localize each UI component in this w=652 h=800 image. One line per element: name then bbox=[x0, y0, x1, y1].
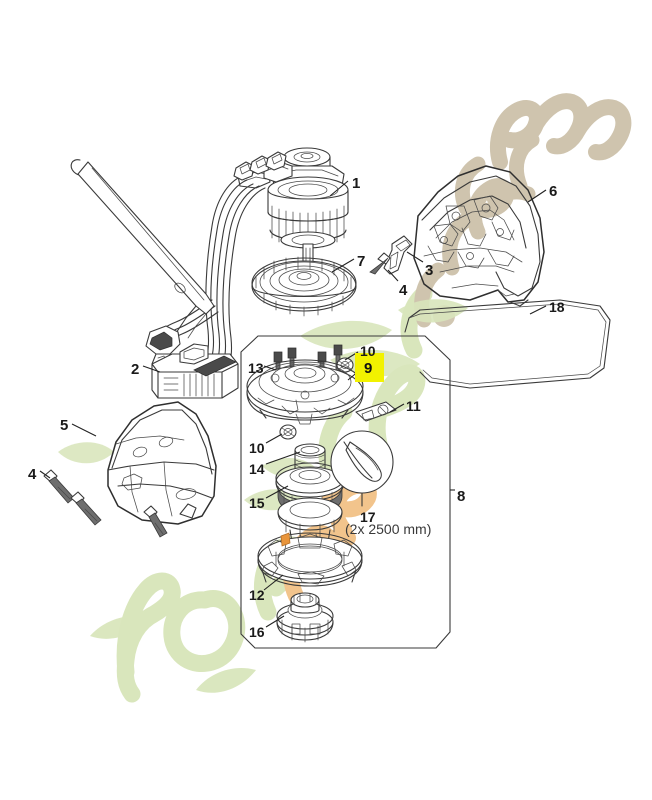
callout-number-4[interactable]: 4 bbox=[399, 282, 408, 299]
callout-number-1[interactable]: 1 bbox=[352, 175, 361, 192]
part-7-fan-impeller bbox=[251, 256, 357, 317]
handle-tube bbox=[70, 159, 215, 345]
callout-number-3[interactable]: 3 bbox=[425, 262, 434, 279]
callout-number-18[interactable]: 18 bbox=[549, 299, 565, 315]
callout-number-10[interactable]: 10 bbox=[249, 440, 265, 456]
callout-number-12[interactable]: 12 bbox=[249, 587, 265, 603]
note-17: (2x 2500 mm) bbox=[345, 521, 432, 537]
part-11-warning-label bbox=[355, 401, 397, 422]
part-10-nut-lower bbox=[279, 424, 297, 440]
part-4-screw-a bbox=[43, 469, 75, 504]
part-3-cable-clamp bbox=[383, 235, 413, 275]
callout-number-6[interactable]: 6 bbox=[549, 183, 558, 200]
watermark bbox=[58, 93, 632, 703]
part-4-screw-c bbox=[143, 505, 168, 538]
part-16-tap-knob bbox=[276, 592, 334, 643]
callout-number-5[interactable]: 5 bbox=[60, 417, 69, 434]
latch-marker bbox=[280, 532, 291, 547]
part-6-upper-housing-cover bbox=[413, 165, 545, 307]
callout-number-8[interactable]: 8 bbox=[457, 488, 466, 505]
callout-number-14[interactable]: 14 bbox=[249, 461, 265, 477]
part-18-guard-wire bbox=[404, 299, 611, 389]
part-4-screw-b bbox=[70, 491, 102, 526]
part-15-spool bbox=[275, 462, 345, 547]
callout-number-16[interactable]: 16 bbox=[249, 624, 265, 640]
callout-number-11[interactable]: 11 bbox=[406, 398, 421, 414]
panel-8-outline bbox=[240, 335, 451, 649]
part-9-head-body bbox=[246, 359, 364, 425]
callout-number-2[interactable]: 2 bbox=[131, 361, 140, 378]
callout-number-7[interactable]: 7 bbox=[357, 253, 366, 270]
highlight-box-part-9[interactable] bbox=[355, 353, 384, 382]
callout-number-17[interactable]: 17 bbox=[360, 509, 376, 525]
part-2-electronic-module bbox=[151, 343, 239, 399]
part-12-spool-cover bbox=[257, 532, 363, 587]
callout-number-4[interactable]: 4 bbox=[28, 466, 37, 483]
leader-lines bbox=[39, 180, 547, 628]
part-17-line-detail bbox=[330, 430, 394, 507]
callout-number-13[interactable]: 13 bbox=[248, 360, 264, 376]
part-4-screw-upper bbox=[369, 252, 391, 275]
callout-number-10[interactable]: 10 bbox=[360, 343, 376, 359]
callout-number-15[interactable]: 15 bbox=[249, 495, 265, 511]
highlight-number-9: 9 bbox=[364, 360, 373, 377]
part-5-lower-housing-shell bbox=[107, 401, 217, 525]
